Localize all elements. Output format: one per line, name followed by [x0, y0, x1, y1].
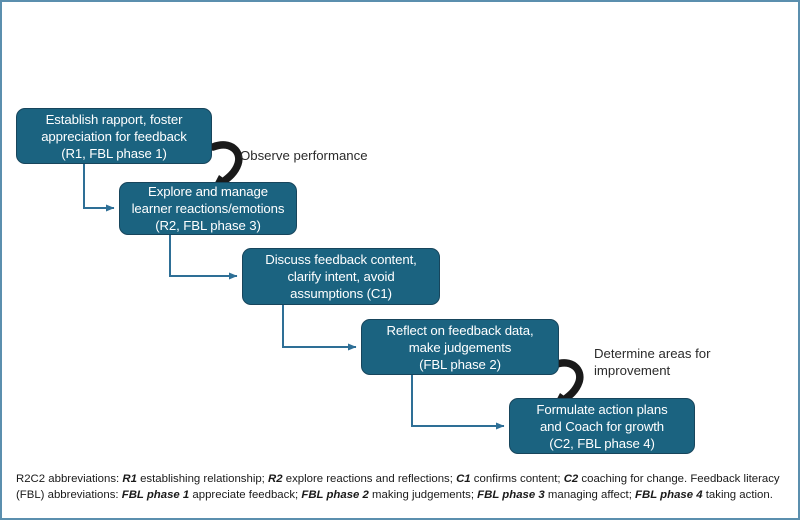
caption-line-2: (FBL) abbreviations: FBL phase 1 appreci… [16, 488, 773, 501]
abbreviations-caption: R2C2 abbreviations: R1 establishing rela… [16, 472, 788, 503]
explore-reactions-box[interactable]: Explore and manage learner reactions/emo… [119, 182, 297, 235]
discuss-content-box[interactable]: Discuss feedback content, clarify intent… [242, 248, 440, 305]
observe-performance-label: Observe performance [240, 148, 368, 163]
connector-n2-n3 [169, 235, 238, 280]
establish-rapport-box[interactable]: Establish rapport, foster appreciation f… [16, 108, 212, 164]
connector-n3-n4 [282, 305, 357, 351]
caption-line-1: R2C2 abbreviations: R1 establishing rela… [16, 473, 780, 485]
formulate-action-plans-box[interactable]: Formulate action plans and Coach for gro… [509, 398, 695, 454]
reflect-judgements-box[interactable]: Reflect on feedback data, make judgement… [361, 319, 559, 375]
connector-n1-n2 [83, 164, 115, 212]
determine-areas-label: Determine areas for improvement [594, 346, 711, 378]
connector-n4-n5 [411, 375, 505, 430]
